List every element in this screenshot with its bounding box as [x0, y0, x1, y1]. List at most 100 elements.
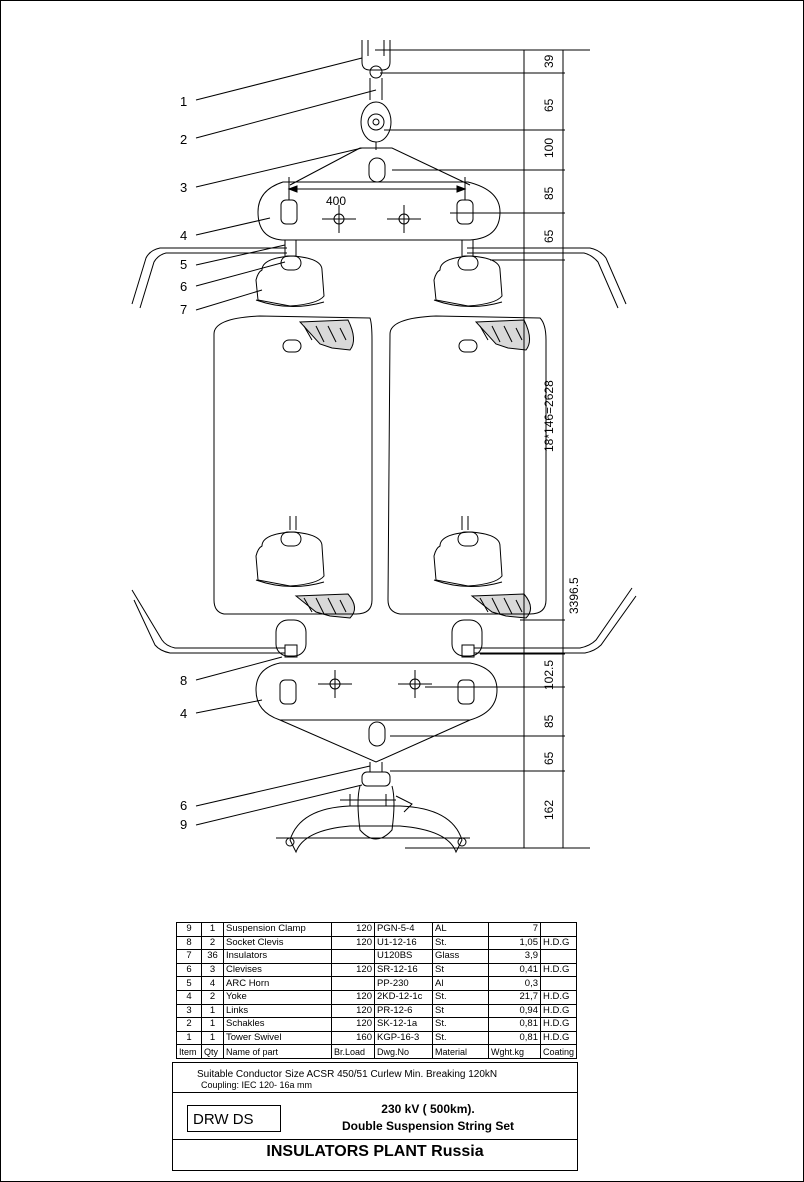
- bom-cell: 120: [331, 989, 375, 1005]
- bom-cell: [331, 976, 375, 991]
- bom-cell: St.: [432, 1030, 489, 1046]
- dim-85-top: 85: [542, 186, 556, 200]
- arc-horn-upper-right: [467, 247, 627, 305]
- bom-cell: Clevises: [223, 962, 332, 978]
- arc-horn-lower-right: [474, 587, 633, 649]
- bom-cell: 4: [201, 976, 224, 991]
- dim-85-lower: 85: [542, 714, 556, 728]
- callout-4-lower: 4: [180, 706, 187, 721]
- bom-cell: 6: [176, 962, 202, 978]
- bom-cell: [539, 922, 578, 937]
- dim-65-upper: 65: [542, 229, 556, 243]
- title-separator: [173, 1139, 577, 1140]
- bom-header-cell: Item: [176, 1044, 202, 1059]
- bom-cell: 120: [331, 922, 375, 937]
- bom-cell: 1: [176, 1030, 202, 1046]
- bom-cell: 1,05: [488, 935, 541, 951]
- bom-cell: 1: [201, 922, 224, 937]
- bom-header-cell: Br.Load: [331, 1044, 375, 1059]
- bom-cell: H.D.G: [539, 989, 578, 1005]
- callout-2: 2: [180, 132, 187, 147]
- bom-cell: 7: [176, 949, 202, 964]
- bom-cell: 3: [176, 1003, 202, 1019]
- bom-header-cell: Name of part: [223, 1044, 332, 1059]
- dim-162: 162: [542, 800, 556, 820]
- bom-cell: U1-12-16: [374, 935, 433, 951]
- callout-6: 6: [180, 279, 187, 294]
- bom-cell: St.: [432, 989, 489, 1005]
- bom-cell: H.D.G: [539, 962, 578, 978]
- bom-cell: 0,41: [488, 962, 541, 978]
- conductor-note: Suitable Conductor Size ACSR 450/51 Curl…: [173, 1063, 577, 1093]
- bom-cell: 2: [201, 935, 224, 951]
- bom-cell: 1: [201, 1017, 224, 1032]
- arc-horn-upper-left: [131, 247, 287, 305]
- arc-horn-lower-left: [131, 589, 285, 649]
- bom-cell: Schakles: [223, 1017, 332, 1032]
- bom-cell: Suspension Clamp: [223, 922, 332, 937]
- bom-cell: 0,3: [488, 976, 541, 991]
- bom-header-cell: Coating: [539, 1044, 578, 1059]
- callout-9: 9: [180, 817, 187, 832]
- bom-cell: 1: [201, 1003, 224, 1019]
- bom-cell: 2KD-12-1c: [374, 989, 433, 1005]
- drawing-code: DRW DS: [187, 1105, 281, 1132]
- bom-cell: H.D.G: [539, 1017, 578, 1032]
- bom-cell: KGP-16-3: [374, 1030, 433, 1046]
- right-insulator-string: [387, 240, 547, 658]
- drawing-title-name: Double Suspension String Set: [341, 1119, 514, 1133]
- bom-cell: Insulators: [223, 949, 332, 964]
- clevis-lower: [357, 785, 395, 840]
- callout-4: 4: [180, 228, 187, 243]
- callout-1: 1: [180, 94, 187, 109]
- bom-cell: 4: [176, 989, 202, 1005]
- dim-65-lower: 65: [542, 751, 556, 765]
- bom-cell: St.: [432, 935, 489, 951]
- bom-cell: PR-12-6: [374, 1003, 433, 1019]
- bom-cell: 1: [201, 1030, 224, 1046]
- bom-cell: 2: [176, 1017, 202, 1032]
- bom-header-cell: Wght.kg: [488, 1044, 541, 1059]
- company-name: INSULATORS PLANT Russia: [266, 1143, 484, 1160]
- left-insulator-string: [213, 240, 373, 658]
- bom-cell: Yoke: [223, 989, 332, 1005]
- callout-numbers: 1 2 3 4 5 6 7 8 4 6 9: [180, 94, 187, 832]
- bom-cell: H.D.G: [539, 1003, 578, 1019]
- callout-7: 7: [180, 302, 187, 317]
- coupling-note: Coupling: IEC 120- 16a mm: [201, 1080, 313, 1090]
- bom-cell: SR-12-16: [374, 962, 433, 978]
- upper-yoke-plate: [257, 181, 501, 241]
- bom-cell: PP-230: [374, 976, 433, 991]
- bom-cell: [539, 949, 578, 964]
- bom-cell: 0,94: [488, 1003, 541, 1019]
- tower-swivel: [361, 40, 391, 71]
- bom-cell: PGN-5-4: [374, 922, 433, 937]
- dim-100: 100: [542, 138, 556, 158]
- bom-cell: 3,9: [488, 949, 541, 964]
- bom-cell: St.: [432, 1017, 489, 1032]
- bom-header-cell: Dwg.No: [374, 1044, 433, 1059]
- bom-cell: 8: [176, 935, 202, 951]
- link: [360, 101, 392, 143]
- callout-6-lower: 6: [180, 798, 187, 813]
- bom-cell: [331, 949, 375, 964]
- bom-cell: 120: [331, 1003, 375, 1019]
- bom-cell: 36: [201, 949, 224, 964]
- dim-insulator-stack: 18*146=2628: [542, 380, 556, 452]
- title-block: Suitable Conductor Size ACSR 450/51 Curl…: [172, 1062, 578, 1171]
- bom-cell: H.D.G: [539, 1030, 578, 1046]
- bom-cell: H.D.G: [539, 935, 578, 951]
- callout-8: 8: [180, 673, 187, 688]
- bom-cell: 0,81: [488, 1017, 541, 1032]
- bom-cell: ARC Horn: [223, 976, 332, 991]
